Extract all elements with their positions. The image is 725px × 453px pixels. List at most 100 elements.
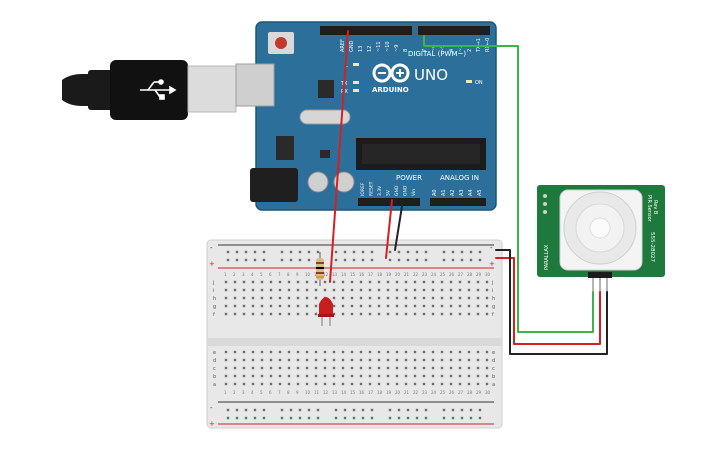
breadboard-hole[interactable] [305, 288, 309, 292]
breadboard-hole[interactable] [251, 288, 255, 292]
breadboard-hole[interactable] [386, 296, 390, 300]
breadboard-hole[interactable] [242, 374, 246, 378]
breadboard-hole[interactable] [233, 312, 237, 316]
breadboard-hole[interactable] [305, 312, 309, 316]
breadboard-hole[interactable] [314, 350, 318, 354]
breadboard-hole[interactable] [451, 250, 455, 254]
breadboard-hole[interactable] [422, 350, 426, 354]
breadboard-hole[interactable] [224, 280, 228, 284]
breadboard-hole[interactable] [350, 288, 354, 292]
breadboard-hole[interactable] [413, 382, 417, 386]
breadboard-hole[interactable] [449, 280, 453, 284]
breadboard-hole[interactable] [233, 358, 237, 362]
breadboard-hole[interactable] [242, 358, 246, 362]
breadboard-hole[interactable] [287, 312, 291, 316]
breadboard-hole[interactable] [485, 304, 489, 308]
breadboard-hole[interactable] [359, 312, 363, 316]
breadboard-hole[interactable] [404, 304, 408, 308]
breadboard-hole[interactable] [370, 258, 374, 262]
breadboard-hole[interactable] [278, 288, 282, 292]
breadboard-hole[interactable] [395, 304, 399, 308]
breadboard-hole[interactable] [395, 296, 399, 300]
breadboard-hole[interactable] [377, 366, 381, 370]
breadboard-hole[interactable] [287, 382, 291, 386]
breadboard-hole[interactable] [413, 280, 417, 284]
breadboard-hole[interactable] [280, 408, 284, 412]
breadboard-hole[interactable] [341, 366, 345, 370]
breadboard-hole[interactable] [296, 382, 300, 386]
breadboard-hole[interactable] [334, 258, 338, 262]
breadboard-hole[interactable] [305, 358, 309, 362]
breadboard-hole[interactable] [289, 416, 293, 420]
breadboard-hole[interactable] [397, 250, 401, 254]
breadboard-hole[interactable] [478, 250, 482, 254]
breadboard-hole[interactable] [368, 280, 372, 284]
breadboard-hole[interactable] [278, 312, 282, 316]
breadboard-hole[interactable] [314, 382, 318, 386]
breadboard-hole[interactable] [467, 304, 471, 308]
breadboard-hole[interactable] [260, 288, 264, 292]
breadboard-hole[interactable] [307, 250, 311, 254]
breadboard-hole[interactable] [260, 304, 264, 308]
breadboard-hole[interactable] [377, 350, 381, 354]
breadboard-hole[interactable] [440, 358, 444, 362]
breadboard-hole[interactable] [341, 288, 345, 292]
wire-pir-gnd[interactable] [495, 249, 608, 355]
breadboard-hole[interactable] [386, 366, 390, 370]
breadboard-hole[interactable] [386, 288, 390, 292]
breadboard-hole[interactable] [251, 296, 255, 300]
breadboard-hole[interactable] [406, 408, 410, 412]
wire-pin13-to-led[interactable] [329, 30, 349, 283]
breadboard-hole[interactable] [332, 366, 336, 370]
breadboard-hole[interactable] [269, 280, 273, 284]
breadboard-hole[interactable] [377, 304, 381, 308]
breadboard-hole[interactable] [314, 374, 318, 378]
breadboard-hole[interactable] [235, 408, 239, 412]
breadboard-hole[interactable] [262, 258, 266, 262]
breadboard-hole[interactable] [431, 382, 435, 386]
breadboard-hole[interactable] [260, 280, 264, 284]
breadboard-hole[interactable] [296, 288, 300, 292]
breadboard-hole[interactable] [458, 350, 462, 354]
breadboard-hole[interactable] [361, 408, 365, 412]
breadboard-hole[interactable] [262, 250, 266, 254]
breadboard-hole[interactable] [305, 382, 309, 386]
breadboard-hole[interactable] [280, 416, 284, 420]
breadboard-hole[interactable] [242, 350, 246, 354]
breadboard-hole[interactable] [460, 258, 464, 262]
breadboard-hole[interactable] [251, 366, 255, 370]
breadboard-hole[interactable] [260, 296, 264, 300]
breadboard-hole[interactable] [451, 258, 455, 262]
breadboard-hole[interactable] [415, 416, 419, 420]
breadboard-hole[interactable] [431, 280, 435, 284]
breadboard-hole[interactable] [485, 280, 489, 284]
breadboard-hole[interactable] [296, 280, 300, 284]
breadboard-hole[interactable] [440, 312, 444, 316]
breadboard-hole[interactable] [397, 408, 401, 412]
breadboard-hole[interactable] [469, 258, 473, 262]
breadboard-hole[interactable] [395, 374, 399, 378]
breadboard-hole[interactable] [413, 288, 417, 292]
breadboard-hole[interactable] [406, 258, 410, 262]
breadboard-hole[interactable] [350, 358, 354, 362]
breadboard-hole[interactable] [332, 304, 336, 308]
breadboard-hole[interactable] [332, 280, 336, 284]
breadboard-hole[interactable] [415, 250, 419, 254]
breadboard-hole[interactable] [287, 358, 291, 362]
breadboard-hole[interactable] [242, 296, 246, 300]
breadboard-hole[interactable] [350, 366, 354, 370]
breadboard-hole[interactable] [332, 288, 336, 292]
breadboard-hole[interactable] [350, 304, 354, 308]
breadboard-hole[interactable] [406, 250, 410, 254]
breadboard-hole[interactable] [350, 280, 354, 284]
breadboard-hole[interactable] [469, 408, 473, 412]
breadboard-hole[interactable] [314, 312, 318, 316]
breadboard-hole[interactable] [478, 258, 482, 262]
breadboard-hole[interactable] [260, 350, 264, 354]
breadboard-hole[interactable] [485, 366, 489, 370]
breadboard-hole[interactable] [323, 374, 327, 378]
breadboard-hole[interactable] [431, 366, 435, 370]
breadboard-hole[interactable] [413, 350, 417, 354]
breadboard-hole[interactable] [278, 280, 282, 284]
